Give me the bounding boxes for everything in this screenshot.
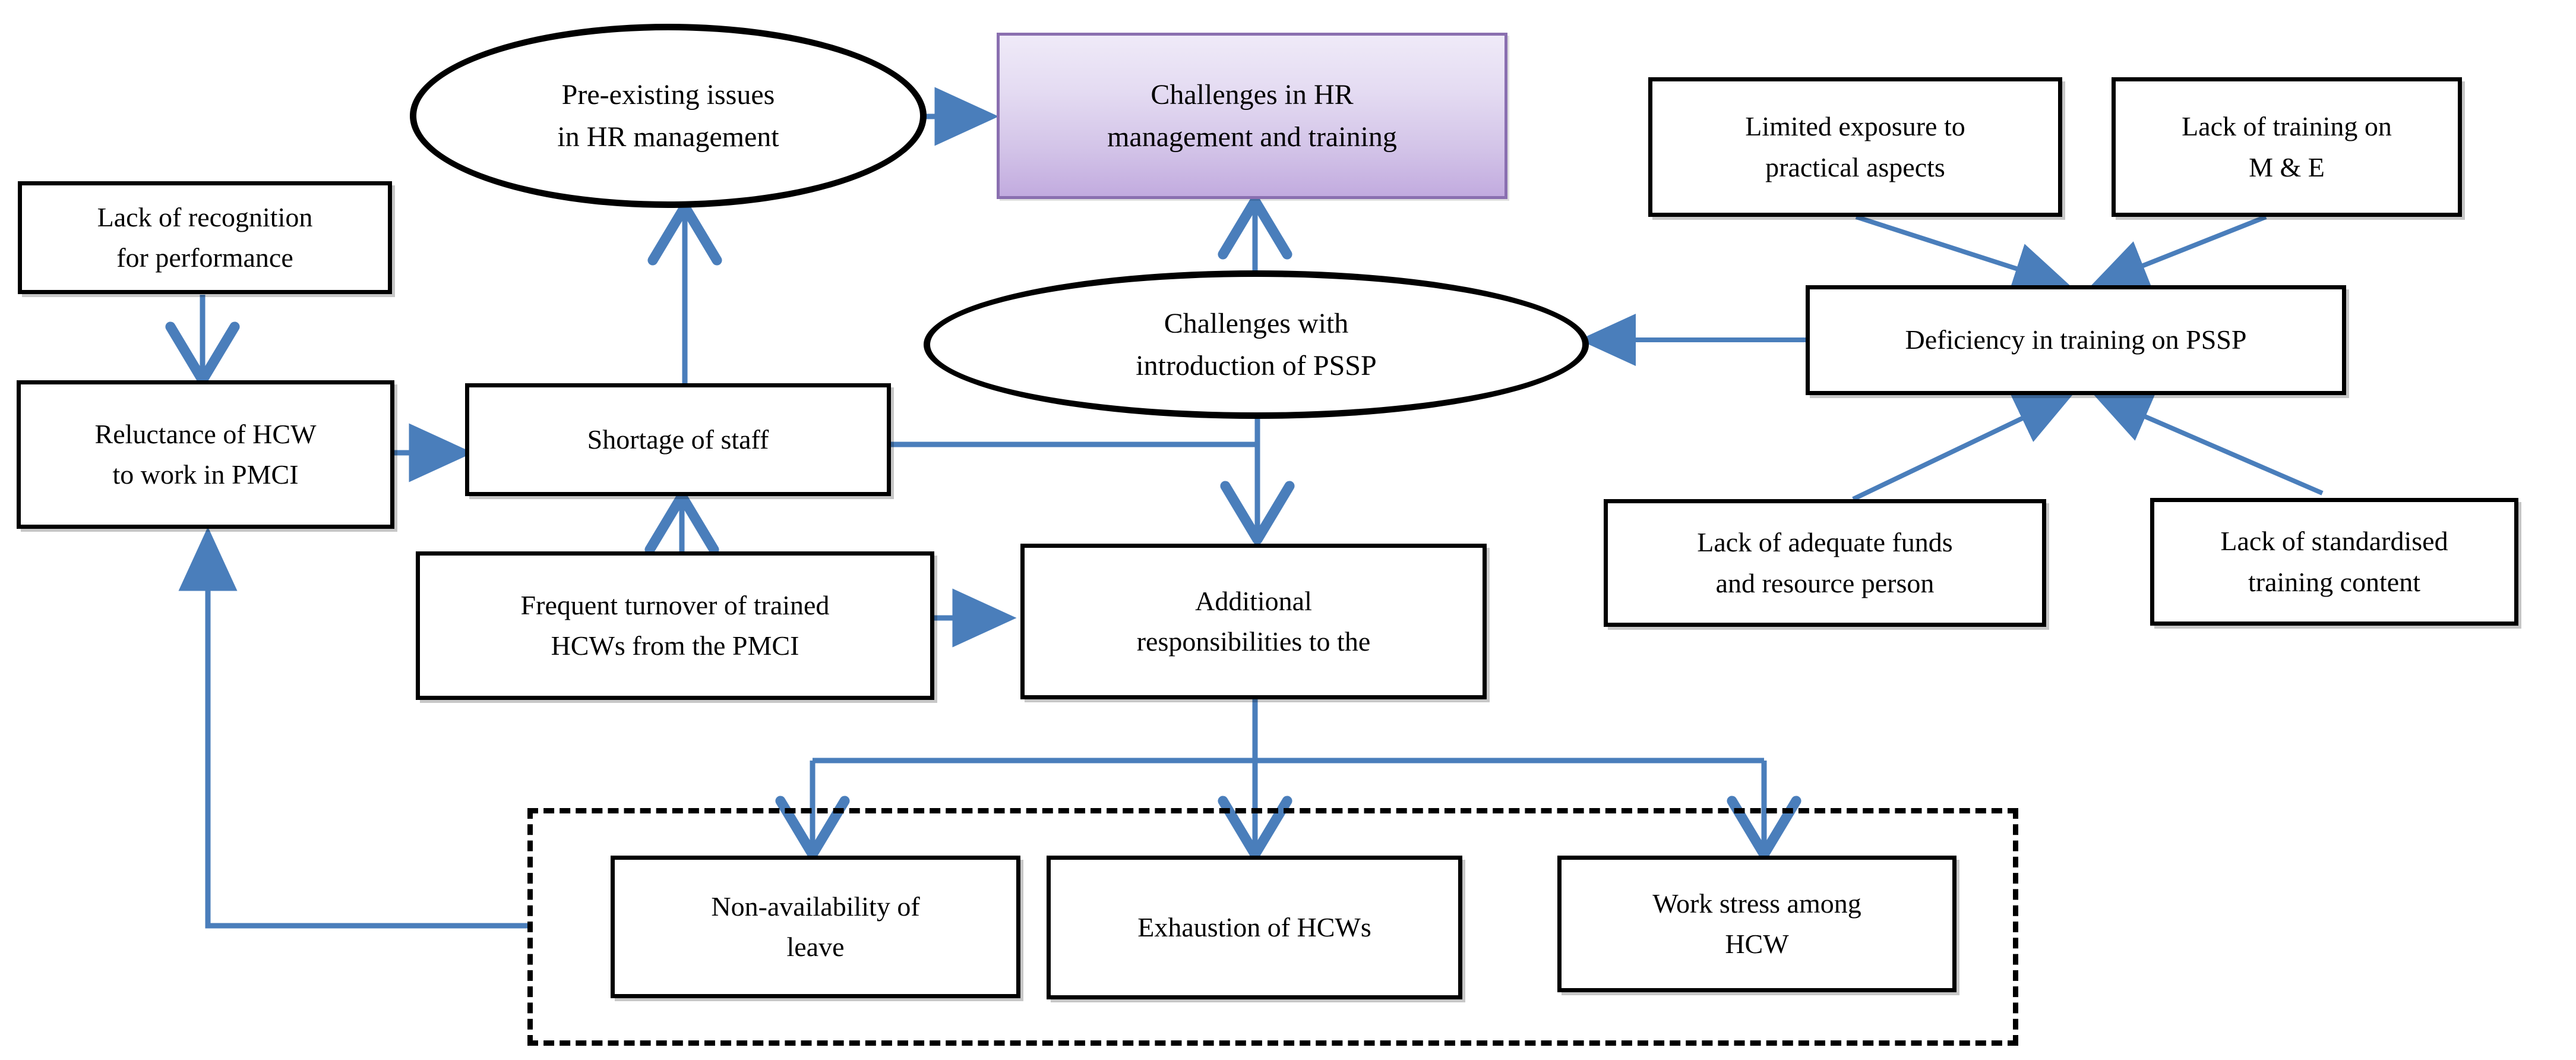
node-label: Lack of standardised training content: [2220, 526, 2448, 597]
node-label: Work stress among HCW: [1652, 888, 1861, 959]
edge-limited-exposure-to-deficiency: [1855, 214, 2071, 294]
edge-funds-to-deficiency: [1852, 393, 2074, 501]
node-label: Challenges in HR management and training: [1107, 78, 1397, 153]
edge-training-me-to-deficiency: [2090, 214, 2267, 290]
node-work-stress-among-hcw[interactable]: Work stress among HCW: [1557, 856, 1957, 992]
node-challenges-in-hr[interactable]: Challenges in HR management and training: [997, 33, 1507, 199]
node-lack-of-funds[interactable]: Lack of adequate funds and resource pers…: [1604, 499, 2046, 627]
node-limited-exposure[interactable]: Limited exposure to practical aspects: [1648, 77, 2062, 217]
node-label: Deficiency in training on PSSP: [1905, 324, 2247, 355]
node-frequent-turnover[interactable]: Frequent turnover of trained HCWs from t…: [416, 551, 934, 700]
node-non-availability-of-leave[interactable]: Non-availability of leave: [611, 856, 1020, 998]
node-pre-existing-issues[interactable]: Pre-existing issues in HR management: [410, 24, 927, 208]
node-additional-responsibilities[interactable]: Additional responsibilities to the: [1020, 544, 1487, 699]
node-lack-of-training-me[interactable]: Lack of training on M & E: [2112, 77, 2462, 217]
node-label: Exhaustion of HCWs: [1137, 911, 1371, 942]
node-label: Shortage of staff: [587, 424, 769, 455]
node-deficiency-in-training[interactable]: Deficiency in training on PSSP: [1806, 285, 2346, 395]
node-exhaustion-of-hcws[interactable]: Exhaustion of HCWs: [1047, 856, 1462, 999]
node-lack-of-recognition[interactable]: Lack of recognition for performance: [18, 181, 392, 294]
node-label: Lack of recognition for performance: [97, 201, 313, 273]
node-label: Challenges with introduction of PSSP: [1136, 307, 1377, 381]
node-label: Reluctance of HCW to work in PMCI: [94, 418, 317, 490]
edge-standardised-to-deficiency: [2093, 392, 2324, 496]
node-label: Limited exposure to practical aspects: [1745, 111, 1965, 182]
node-label: Additional responsibilities to the: [1136, 585, 1371, 657]
node-lack-of-standardised-content[interactable]: Lack of standardised training content: [2150, 498, 2518, 626]
node-label: Lack of adequate funds and resource pers…: [1697, 527, 1953, 598]
node-label: Non-availability of leave: [711, 891, 920, 962]
node-label: Lack of training on M & E: [2182, 111, 2392, 182]
node-challenges-with-pssp[interactable]: Challenges with introduction of PSSP: [924, 270, 1589, 419]
node-label: Frequent turnover of trained HCWs from t…: [520, 589, 830, 661]
node-reluctance-of-hcw[interactable]: Reluctance of HCW to work in PMCI: [17, 380, 394, 529]
node-shortage-of-staff[interactable]: Shortage of staff: [465, 383, 891, 496]
node-label: Pre-existing issues in HR management: [557, 78, 779, 153]
